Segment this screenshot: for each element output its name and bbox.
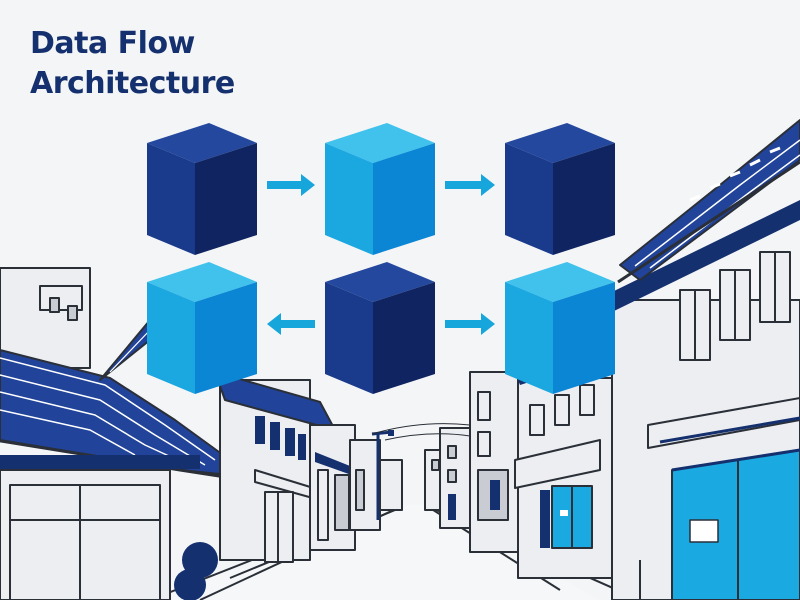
node-top-left	[147, 123, 257, 255]
flow-arrow-bottom-center-to-bottom-right	[445, 313, 495, 335]
cube-front-face	[147, 143, 195, 255]
arrow-shaft	[281, 320, 315, 328]
street-lamp	[371, 430, 394, 520]
shrub	[182, 542, 218, 578]
flow-arrow-top-left-to-top-center	[267, 174, 315, 196]
cube-side-face	[373, 282, 435, 394]
arrow-head	[301, 174, 315, 196]
hanok-house-left	[0, 349, 233, 600]
flow-layer	[147, 123, 615, 394]
arrow-shaft	[267, 181, 301, 189]
cube-top-face	[147, 123, 257, 163]
cube-top-face	[505, 123, 615, 163]
building-far-left-tall	[0, 267, 91, 369]
flow-arrow-bottom-center-to-bottom-left	[267, 313, 315, 335]
cube-side-face	[553, 143, 615, 255]
arrow-shaft	[445, 181, 481, 189]
cube-front-face	[505, 143, 553, 255]
cube-front-face	[505, 282, 553, 394]
cube-side-face	[195, 282, 257, 394]
building-left-row-2	[309, 424, 360, 551]
cube-top-face	[325, 262, 435, 302]
power-line	[371, 423, 471, 435]
arrow-head	[267, 313, 281, 335]
diagram-title-line-2: Architecture	[30, 66, 235, 101]
cube-front-face	[325, 143, 373, 255]
node-bottom-center	[325, 262, 435, 394]
building-vanishing-left	[379, 459, 403, 511]
node-bottom-left	[147, 262, 257, 394]
building-right-row-3	[439, 427, 471, 529]
node-top-right	[505, 123, 615, 255]
building-left-row-3	[349, 439, 381, 531]
flow-arrow-top-center-to-top-right	[445, 174, 495, 196]
building-left-row-1	[214, 371, 336, 563]
diagram-title: Data Flow Architecture	[30, 24, 235, 104]
arrow-head	[481, 313, 495, 335]
cube-side-face	[195, 143, 257, 255]
cube-top-face	[147, 262, 257, 302]
building-right-foreground	[611, 119, 800, 600]
cube-top-face	[505, 262, 615, 302]
power-line-2	[384, 433, 471, 441]
cube-side-face	[373, 143, 435, 255]
diagram-title-line-1: Data Flow	[30, 26, 195, 61]
arrow-head	[481, 174, 495, 196]
node-bottom-right	[505, 262, 615, 394]
arrow-shaft	[445, 320, 481, 328]
cube-front-face	[325, 282, 373, 394]
cube-front-face	[147, 282, 195, 394]
building-right-row-2	[469, 371, 521, 553]
building-right-row-1	[514, 340, 630, 579]
cube-side-face	[553, 282, 615, 394]
node-top-center	[325, 123, 435, 255]
cube-top-face	[325, 123, 435, 163]
